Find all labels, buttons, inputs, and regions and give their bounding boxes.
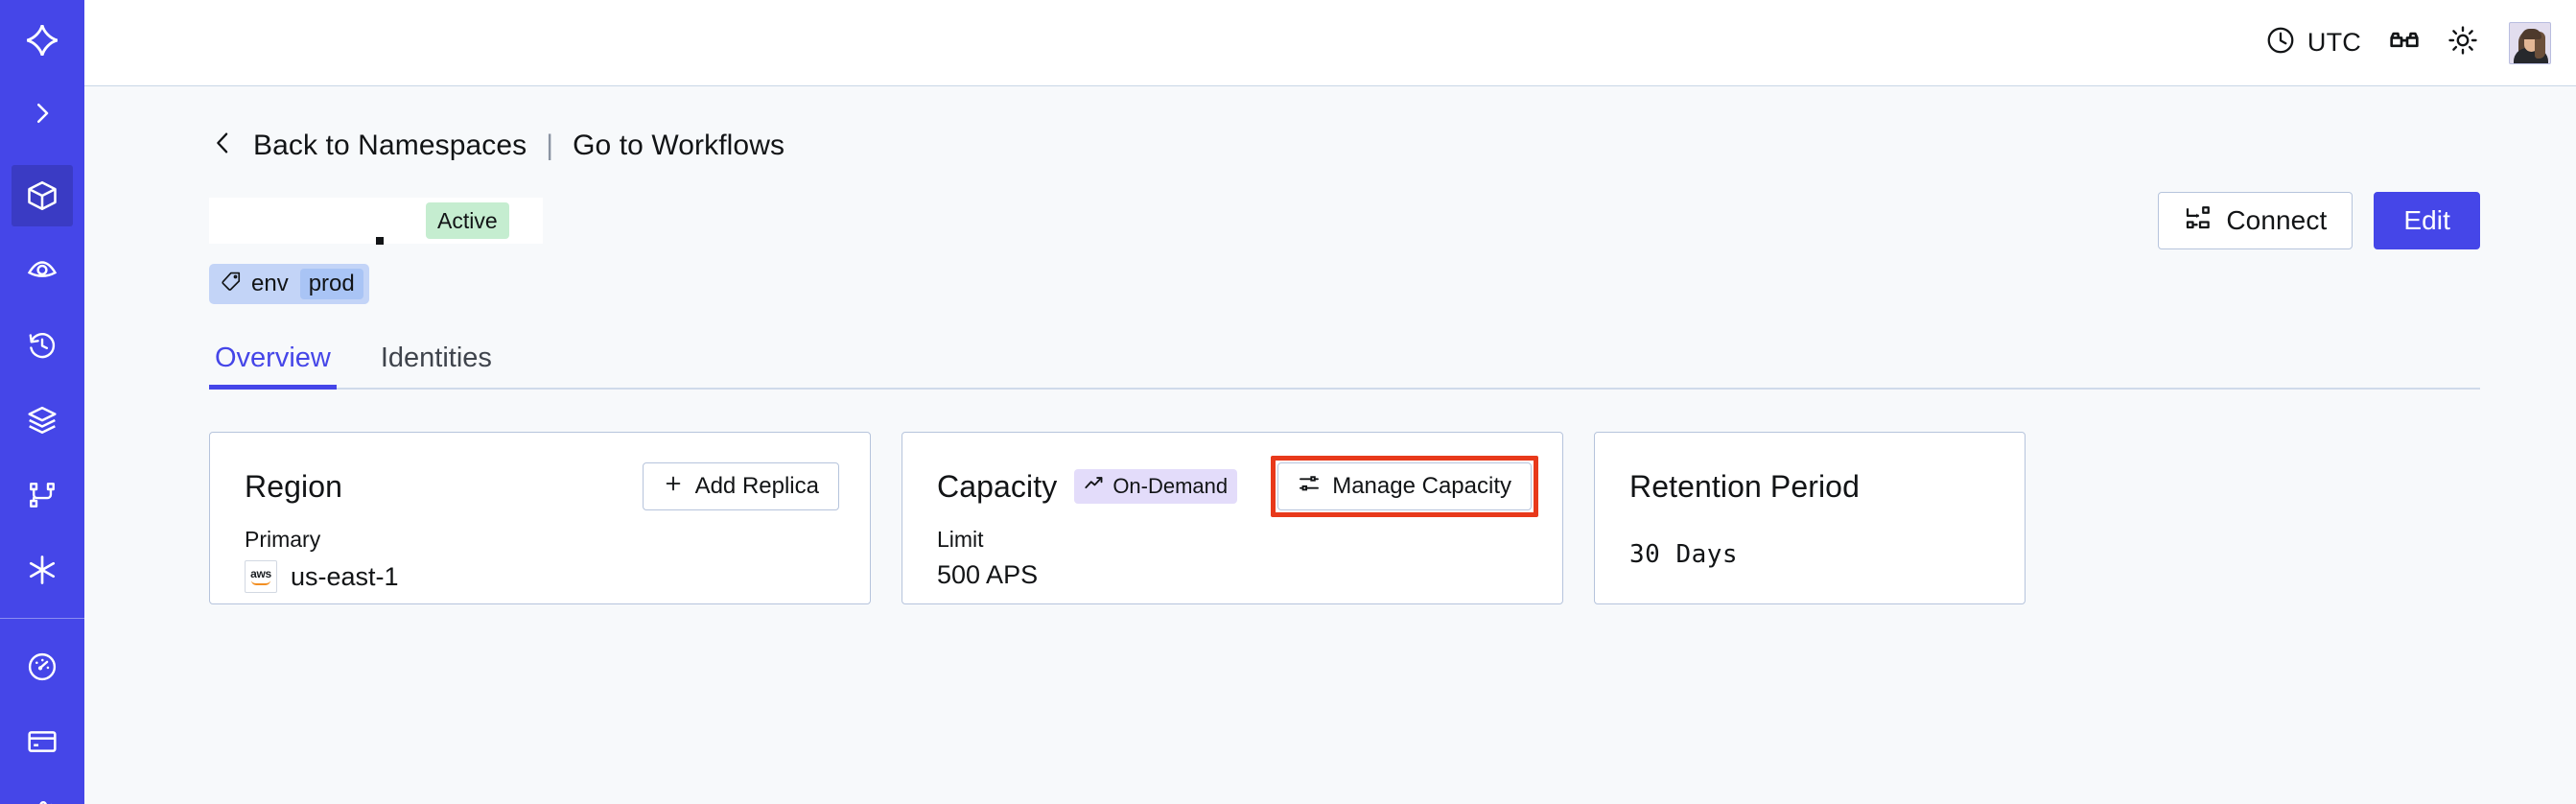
clock-rewind-icon: [26, 329, 59, 362]
region-card-header: Region Add Replica: [245, 461, 839, 511]
edit-button-label: Edit: [2403, 205, 2450, 235]
tag-value: prod: [299, 269, 363, 299]
region-card-title: Region: [245, 468, 343, 504]
sidebar-item-logo[interactable]: [12, 8, 73, 73]
tab-bar: Overview Identities: [209, 343, 2480, 390]
aws-logo-icon: aws: [245, 560, 277, 593]
sidebar-item-observability[interactable]: [12, 240, 73, 301]
layers-icon: [26, 404, 59, 437]
overview-cards: Region Add Replica Primary: [209, 432, 2480, 604]
breadcrumb-separator: |: [546, 129, 554, 161]
timezone-label: UTC: [2307, 28, 2361, 57]
capacity-value-row: 500 APS: [937, 560, 1532, 590]
branch-icon: [27, 480, 58, 510]
capacity-card-title: Capacity: [937, 468, 1058, 504]
namespace-name-dot: [376, 237, 384, 245]
capacity-value: 500 APS: [937, 560, 1039, 589]
credit-card-icon: [26, 725, 59, 758]
primary-sidebar: [0, 0, 84, 804]
sun-icon: [2447, 25, 2478, 60]
temporal-star-icon: [23, 21, 61, 59]
tab-identities[interactable]: Identities: [380, 343, 492, 373]
cube-icon: [25, 178, 59, 213]
add-replica-button[interactable]: Add Replica: [642, 462, 839, 510]
gauge-icon: [26, 650, 59, 683]
gear-icon: [26, 800, 59, 804]
connect-button[interactable]: Connect: [2158, 192, 2354, 249]
sidebar-item-namespaces[interactable]: [12, 165, 73, 226]
aws-logo-text: aws: [250, 567, 271, 580]
manage-capacity-label: Manage Capacity: [1332, 473, 1511, 499]
sidebar-item-settings[interactable]: [12, 786, 73, 804]
reading-mode-button[interactable]: [2375, 18, 2434, 68]
breadcrumb-back-link[interactable]: Back to Namespaces: [253, 129, 527, 161]
status-badge: Active: [426, 201, 509, 240]
sidebar-item-workflows[interactable]: [12, 464, 73, 526]
region-primary-label: Primary: [245, 527, 321, 552]
edit-button[interactable]: Edit: [2374, 192, 2480, 249]
region-value: us-east-1: [291, 561, 399, 591]
breadcrumb-workflows-link[interactable]: Go to Workflows: [573, 129, 785, 161]
sidebar-item-billing[interactable]: [12, 711, 73, 772]
trending-up-icon: [1084, 473, 1105, 500]
chevron-left-icon[interactable]: [209, 127, 236, 164]
tag-env[interactable]: env prod: [209, 264, 369, 304]
capacity-card-header: Capacity On-Demand: [937, 461, 1532, 511]
tag-key: env: [251, 271, 289, 296]
retention-card-title: Retention Period: [1629, 468, 1860, 504]
sliders-icon: [1298, 472, 1321, 502]
avatar-hair-top: [2521, 28, 2541, 39]
plus-icon: [663, 473, 684, 501]
tab-overview[interactable]: Overview: [209, 343, 337, 390]
top-header-bar: UTC: [84, 0, 2576, 86]
clock-icon: [2265, 25, 2296, 60]
capacity-mode-label: On-Demand: [1112, 474, 1229, 498]
avatar-hair-side: [2535, 31, 2545, 59]
main-region: UTC: [84, 0, 2576, 804]
retention-card-header: Retention Period: [1629, 461, 1994, 511]
capacity-limit-label: Limit: [937, 527, 984, 552]
region-value-row: aws us-east-1: [245, 560, 839, 593]
asterisk-icon: [25, 553, 59, 587]
eye-icon: [26, 254, 59, 287]
retention-value: 30 Days: [1629, 540, 1739, 569]
add-replica-label: Add Replica: [694, 473, 819, 499]
connect-button-label: Connect: [2226, 205, 2328, 235]
breadcrumb: Back to Namespaces | Go to Workflows: [209, 86, 2480, 164]
capacity-card: Capacity On-Demand: [902, 432, 1563, 604]
namespace-title-row: Active Connect: [209, 191, 2480, 250]
sidebar-item-layers[interactable]: [12, 390, 73, 451]
sidebar-divider-1: [0, 618, 84, 619]
connect-flow-icon: [2184, 203, 2213, 239]
glasses-icon: [2388, 24, 2421, 61]
sidebar-item-expand[interactable]: [12, 83, 73, 144]
namespace-tags: env prod: [209, 264, 2480, 304]
chevron-right-icon: [28, 99, 57, 128]
region-card: Region Add Replica Primary: [209, 432, 871, 604]
timezone-selector[interactable]: UTC: [2252, 18, 2375, 68]
retention-card: Retention Period 30 Days: [1594, 432, 2026, 604]
page-content: Back to Namespaces | Go to Workflows Act…: [84, 86, 2576, 804]
sidebar-item-usage[interactable]: [12, 636, 73, 698]
theme-toggle-button[interactable]: [2434, 18, 2492, 68]
tag-icon: [221, 271, 242, 298]
capacity-mode-badge: On-Demand: [1074, 469, 1238, 504]
sidebar-item-nexus[interactable]: [12, 539, 73, 601]
sidebar-item-history[interactable]: [12, 315, 73, 376]
avatar[interactable]: [2509, 21, 2551, 64]
manage-capacity-button[interactable]: Manage Capacity: [1277, 462, 1532, 510]
aws-logo-swoosh: [251, 580, 270, 585]
